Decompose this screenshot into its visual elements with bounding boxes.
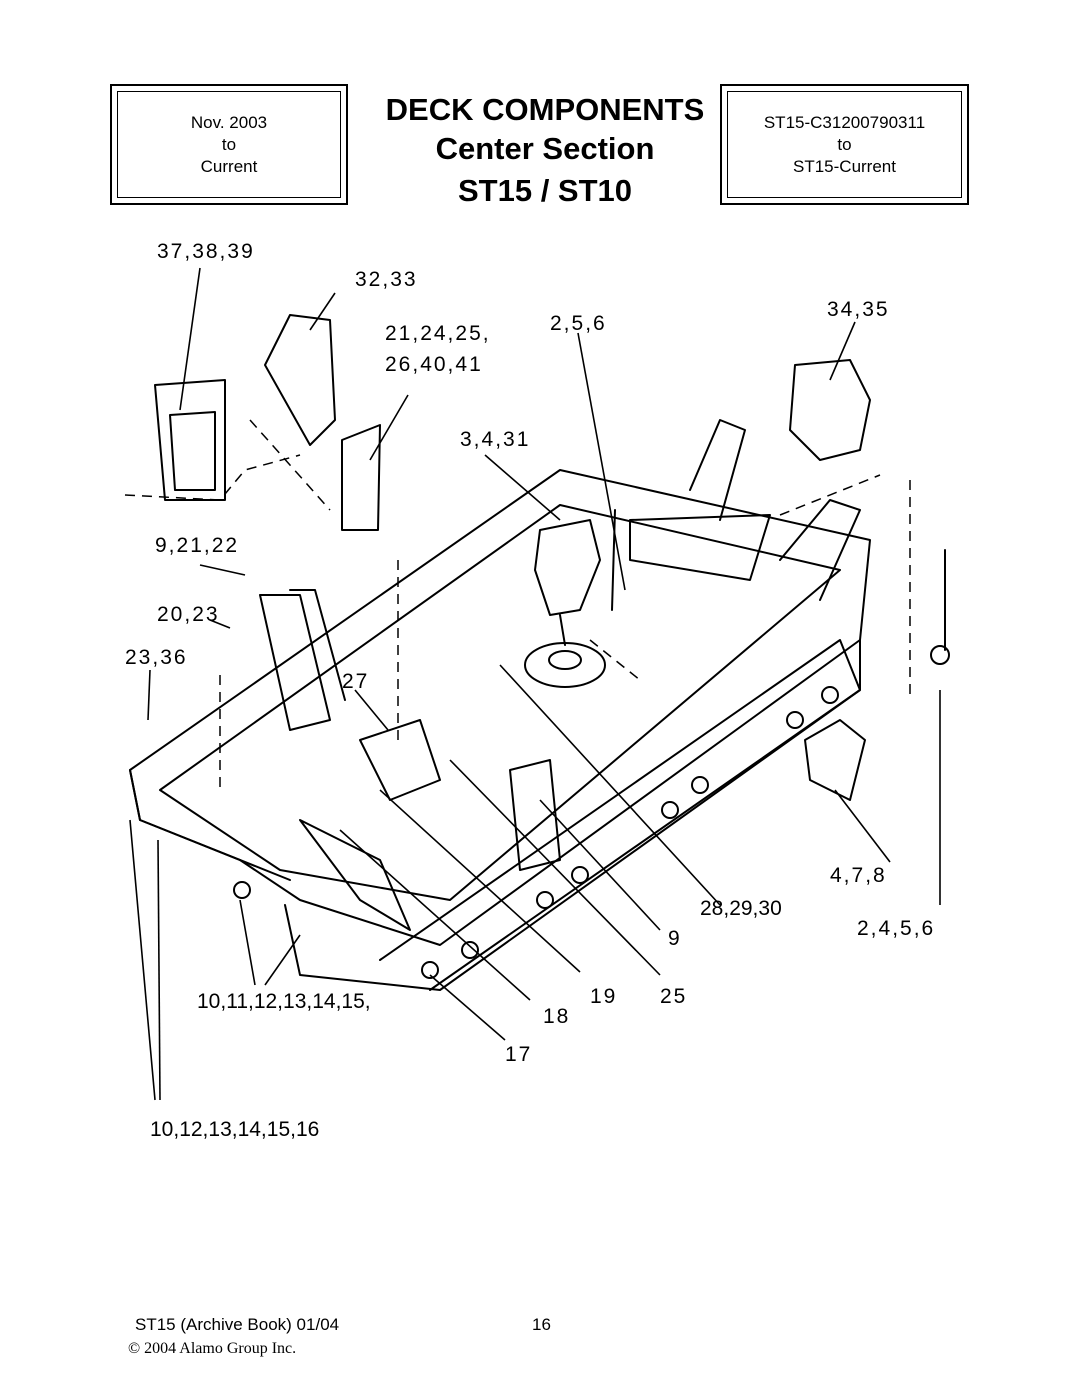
right-mast-front	[779, 499, 861, 601]
right-end-shield	[804, 719, 866, 801]
left-mast	[259, 594, 331, 731]
gearbox-shaft	[559, 614, 566, 646]
serial-range-inner: ST15-C31200790311 to ST15-Current	[727, 91, 962, 198]
title-model: ST15 / ST10	[457, 173, 633, 208]
center-gearbox	[534, 519, 601, 616]
vertical-plate	[341, 424, 381, 531]
leader-10-16-b	[157, 839, 161, 1101]
leader-10-15-b	[264, 934, 301, 986]
date-range-box: Nov. 2003 to Current	[110, 84, 348, 205]
leader-21-24	[369, 394, 409, 461]
dash-spindle	[589, 639, 641, 681]
leader-18	[339, 829, 531, 1001]
callout-19: 19	[590, 985, 618, 1008]
chain-rod-center	[611, 509, 616, 611]
front-beam	[379, 639, 861, 991]
bushing-2	[661, 801, 679, 819]
callout-9-21-22: 9,21,22	[155, 534, 240, 557]
leader-9-21-22	[199, 564, 246, 576]
center-mount-plate	[359, 719, 441, 801]
callout-10-to-15: 10,11,12,13,14,15,	[197, 990, 371, 1013]
bushing-4	[536, 891, 554, 909]
bushing-7	[786, 711, 804, 729]
callout-34-35: 34,35	[827, 298, 890, 321]
washer-right	[930, 645, 950, 665]
callout-2-5-6-top: 2,5,6	[550, 312, 607, 335]
callout-10-to-16: 10,12,13,14,15,16	[150, 1118, 320, 1141]
date-range-inner: Nov. 2003 to Current	[117, 91, 341, 198]
footer-page-number: 16	[532, 1315, 551, 1334]
callout-9: 9	[668, 927, 682, 950]
leader-17	[429, 974, 506, 1041]
rear-rail	[129, 769, 291, 881]
leader-10-16-a	[129, 819, 156, 1101]
top-shield	[264, 314, 336, 446]
leader-19	[379, 789, 581, 973]
leader-27	[354, 689, 389, 731]
date-to-word: to	[221, 134, 237, 154]
leader-37-38-39	[179, 267, 201, 411]
callout-26-40-41: 26,40,41	[385, 353, 483, 376]
serial-range-box: ST15-C31200790311 to ST15-Current	[720, 84, 969, 205]
right-mast-rear	[689, 419, 746, 521]
footer-copyright: © 2004 Alamo Group Inc.	[128, 1340, 297, 1357]
callout-4-7-8: 4,7,8	[830, 864, 887, 887]
washer-left	[233, 881, 251, 899]
callout-20-23: 20,23	[157, 603, 220, 626]
center-brace-1	[299, 819, 411, 931]
footer-book: ST15 (Archive Book) 01/04	[135, 1315, 340, 1334]
bushing-3	[571, 866, 589, 884]
dash-right-diagonal	[779, 474, 881, 516]
callout-28-29-30: 28,29,30	[700, 897, 782, 920]
bushing-5	[461, 941, 479, 959]
front-rail	[284, 639, 861, 991]
serial-until: ST15-Current	[793, 156, 896, 176]
leader-4-7-8	[834, 789, 891, 863]
deck-frame	[129, 469, 871, 946]
callout-27: 27	[342, 670, 370, 693]
title-deck-components: DECK COMPONENTS	[385, 92, 705, 127]
bushing-1	[691, 776, 709, 794]
callout-37-38-39: 37,38,39	[157, 240, 255, 263]
page-title: DECK COMPONENTS Center Section ST15 / ST…	[350, 92, 740, 212]
spindle-plate	[524, 642, 606, 688]
callout-32-33: 32,33	[355, 268, 418, 291]
leader-25	[449, 759, 661, 976]
date-until: Current	[200, 156, 258, 176]
right-mast-brace	[629, 514, 771, 581]
callout-18: 18	[543, 1005, 571, 1028]
callout-21-24-25: 21,24,25,	[385, 322, 491, 345]
leader-23-36	[147, 669, 151, 721]
left-shield	[154, 379, 226, 501]
bushing-6	[421, 961, 439, 979]
title-center-section: Center Section	[435, 131, 655, 166]
dash-shield-chain	[249, 419, 331, 511]
leader-10-15-a	[239, 899, 256, 986]
leader-20-23	[209, 619, 231, 629]
leader-32-33	[309, 292, 336, 331]
deck-inner-frame	[159, 504, 841, 901]
callout-2-4-5-6: 2,4,5,6	[857, 917, 936, 940]
spindle-hub	[548, 650, 582, 670]
callout-3-4-31: 3,4,31	[460, 428, 531, 451]
callout-25: 25	[660, 985, 688, 1008]
serial-to-word: to	[837, 134, 852, 154]
dash-left-shield	[124, 454, 301, 501]
leader-9	[539, 799, 661, 931]
callout-23-36: 23,36	[125, 646, 188, 669]
leader-2-5-6	[577, 332, 626, 591]
leader-28-29-30	[499, 664, 721, 906]
serial-from: ST15-C31200790311	[763, 112, 926, 132]
center-brace-2	[509, 759, 561, 871]
left-shield-inner	[169, 411, 216, 491]
date-from: Nov. 2003	[190, 112, 268, 132]
bushing-8	[821, 686, 839, 704]
leader-3-4-31	[484, 454, 561, 521]
right-gearbox	[789, 359, 871, 461]
left-mast-2	[289, 589, 346, 701]
leader-34-35	[829, 321, 856, 381]
callout-17: 17	[505, 1043, 533, 1066]
